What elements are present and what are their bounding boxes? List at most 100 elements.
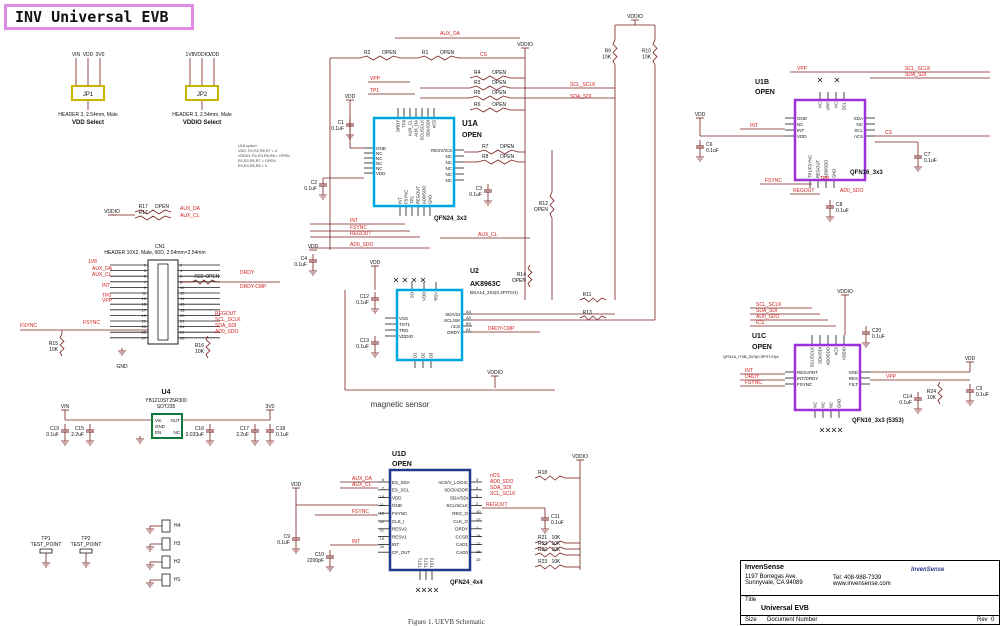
capacitor (266, 424, 274, 438)
net-label: VPP (797, 66, 808, 72)
resistor-ref: R11 (583, 292, 592, 298)
u1d-pin: CLK_O (453, 519, 468, 524)
resistor (534, 475, 566, 481)
parts (39, 39, 974, 588)
company-web: www.invensense.com (833, 581, 891, 587)
power-label: VDDIO (837, 289, 853, 295)
resistor-value: 10K (552, 541, 562, 547)
test-point-ref: TP2 (81, 536, 90, 542)
capacitor (206, 424, 214, 438)
power-label: VDDIO (572, 454, 588, 460)
cn1-pin-num: 14 (180, 296, 185, 301)
resistor-body (469, 85, 511, 91)
pin-name: D2 (421, 352, 426, 358)
cap-value: 0.1uF (304, 186, 317, 192)
net-label: VPP (886, 374, 897, 380)
net-label: nCS (490, 473, 500, 479)
pin-name: D1 (413, 352, 418, 358)
u1d-pin-num: 18 (380, 494, 385, 499)
resistor-value: OPEN (500, 154, 515, 160)
cn1-pin-num: 6 (180, 274, 183, 279)
pin-name: AD0/SDO (824, 159, 829, 178)
resistor-body (469, 107, 511, 113)
pin-name: GND (832, 169, 837, 178)
resistor-ref: R17 (139, 204, 148, 210)
u1a-state: OPEN (462, 132, 482, 139)
u1b-pin: NC (857, 122, 864, 127)
resistor-value: 10K (552, 535, 562, 541)
capacitor (484, 184, 492, 198)
cn1-ref: CN1 (155, 244, 165, 250)
pin-name: NC (813, 402, 818, 408)
net-label: AUX_CL (92, 272, 112, 278)
pin-name: AD0/SDO (826, 346, 831, 365)
power-label: VDDIO (487, 370, 503, 376)
capacitor (862, 326, 870, 340)
option-note: U1A option (238, 144, 257, 148)
jumper-ref: JP2 (197, 92, 208, 98)
jumper-pin-net: VDD (209, 52, 220, 58)
resistor-body (534, 552, 566, 558)
resistor-body (59, 333, 65, 357)
pin-name: INT (398, 197, 403, 204)
u1d-pin: CAD0 (456, 550, 469, 555)
cn1-pin-num: 2 (180, 263, 183, 268)
net-label: SCL_SCLK (570, 82, 596, 88)
mounting-hole (161, 555, 171, 569)
resistor-body (477, 149, 519, 155)
cn1-pin-num: 27 (142, 335, 147, 340)
company-tel: Tel: 408-988-7339 (833, 575, 882, 581)
resistor (534, 552, 566, 558)
cap-ref: C19 (50, 426, 59, 432)
cap-ref: C11 (551, 514, 560, 520)
cap-ref: C12 (360, 294, 369, 300)
jumper-pin-net: 1V8 (186, 52, 195, 58)
u2-ball: A3 (466, 315, 472, 320)
resistor-body (652, 39, 658, 66)
test-point-ref: TP1 (41, 536, 50, 542)
cn1-pin-num: 10 (180, 285, 185, 290)
u1d-pin-num: 7 (382, 485, 385, 490)
resistor-body (534, 546, 566, 552)
resistor-ref: R21 (538, 535, 547, 541)
ground-symbol (146, 580, 154, 588)
cap-ref: C20 (872, 328, 881, 334)
u1d-pin-num: 6 (382, 477, 385, 482)
pin-name: SO (410, 291, 415, 298)
resistor-value: OPEN (500, 144, 515, 150)
ground-symbol (118, 348, 126, 356)
net-label: SCL_SCLK (490, 491, 516, 497)
docnum-label: Document Number (767, 617, 818, 623)
resistor (191, 279, 217, 285)
title-label: Title (745, 597, 757, 603)
cn1-pin-num: 8 (180, 279, 183, 284)
resistor (359, 55, 401, 61)
u1d-pin: ES_SDA (392, 480, 410, 485)
net-label: 1V8 (88, 259, 97, 265)
u1a-pin: NC (446, 178, 453, 183)
cn1-pin-num: 22 (180, 319, 185, 324)
option-note: VDDIO: R1,R4,R6,R8 = OPEN (238, 154, 290, 158)
net-label: AD0_SDO (756, 314, 779, 320)
u4-package: SOT235 (157, 404, 176, 410)
cn1-pin-num: 17 (142, 307, 147, 312)
u1d-pin: FSYNC (392, 511, 408, 516)
resistor-body (534, 475, 566, 481)
pin-name: GND (428, 195, 433, 204)
resistor-value: OPEN (440, 50, 455, 56)
net-label: AUX_DA (92, 266, 113, 272)
resistor-ref: R18 (538, 470, 547, 476)
cap-ref: C6 (706, 142, 713, 148)
capacitor (326, 550, 334, 564)
pin-name: SCL/SCLK (420, 120, 425, 140)
mounting-hole (161, 573, 171, 587)
capacitor (696, 140, 704, 154)
resistor-ref: R6 (474, 102, 481, 108)
u1c-outline (793, 343, 862, 412)
resistor-ref: R1 (422, 50, 429, 56)
resistor-ref: R24 (927, 389, 936, 395)
u1d-pin: CCSB (455, 534, 468, 539)
u2-pin: nCS (451, 324, 460, 329)
u1d-pin-num: 1 (476, 525, 479, 530)
